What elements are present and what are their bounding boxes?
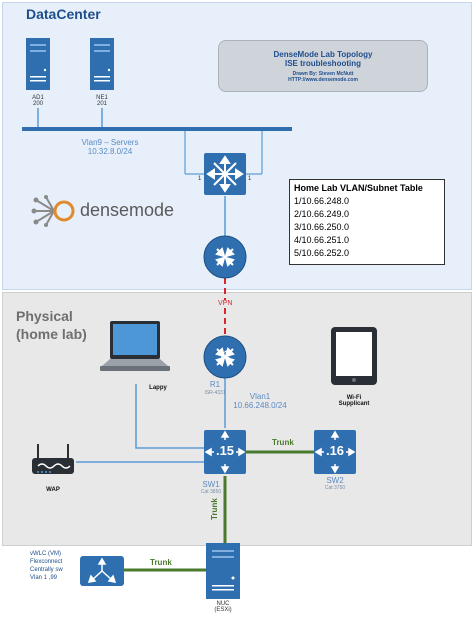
vwlc-line2: Flexconnect [30, 559, 63, 565]
densemode-logo [30, 194, 78, 233]
vlan-subnet-table: Home Lab VLAN/Subnet Table 1/10.66.248.0… [289, 179, 445, 265]
dc-vlan-label: Vlan9 – Servers 10.32.8.0/24 [55, 138, 165, 156]
topology-title-box: DenseMode Lab Topology ISE troubleshooti… [218, 40, 428, 92]
sw1-name: SW1 [202, 480, 220, 489]
server-icon [90, 38, 114, 90]
title-url: HTTP://www.densemode.com [288, 77, 358, 83]
title-author: Drawn By: Steven McNutt [292, 71, 354, 77]
wireless-access-point[interactable] [30, 442, 76, 487]
home-vlan-subnet: 10.66.248.0/24 [233, 401, 287, 410]
vwlc-line1: vWLC (VM) [30, 551, 61, 557]
home-lab-zone [2, 292, 472, 546]
home-vlan-name: Vlan1 [249, 392, 271, 401]
dc-vlan-name: Vlan9 – Servers [81, 138, 139, 147]
trunk-label-sw1-sw2: Trunk [272, 438, 294, 447]
vlan-table-row: 4/10.66.251.0 [294, 235, 350, 245]
server-vlan-bus [22, 127, 292, 131]
switch-sw2[interactable] [314, 430, 356, 479]
home-vlan-label: Vlan1 10.66.248.0/24 [228, 392, 292, 410]
link-lappy-sw1 [135, 384, 204, 449]
home-lab-title-line2: (home lab) [16, 326, 87, 342]
server-ad1-id: 200 [32, 101, 43, 107]
switch-icon [204, 430, 246, 474]
wap-icon [32, 444, 74, 474]
wifi-label-line2: Supplicant [338, 401, 370, 407]
home-lab-title-line1: Physical [16, 308, 73, 324]
sw1-model: Cat 3850 [200, 489, 222, 495]
tablet-icon [331, 327, 377, 385]
densemode-logo-icon [31, 195, 75, 227]
trunk-label-wlc-nuc: Trunk [150, 558, 172, 567]
title-line1: DenseMode Lab Topology [273, 50, 373, 59]
vwlc-line4: Vlan 1 ,99 [30, 575, 58, 581]
wifi-label: Wi-Fi Supplicant [330, 395, 378, 407]
vlan-table-title: Home Lab VLAN/Subnet Table [294, 183, 423, 193]
server-ad1[interactable]: AD1 200 [26, 38, 50, 107]
r1-name: R1 [209, 380, 221, 389]
nuc-label: NUC (ESXi) [206, 601, 240, 613]
server-icon [206, 543, 240, 599]
sw2-model: Cat 3750 [324, 485, 346, 491]
vlan-table-row: 3/10.66.250.0 [294, 222, 350, 232]
densemode-brand-text: densemode [80, 200, 175, 220]
dc-switch-port-right: 1 [248, 176, 252, 182]
dc-switch[interactable] [204, 153, 246, 200]
nuc-label-line2: (ESXi) [214, 607, 232, 613]
switch-sw1[interactable] [204, 430, 246, 479]
wifi-supplicant-tablet[interactable] [330, 326, 378, 391]
laptop-icon [100, 321, 170, 371]
nuc-label-line1: NUC [216, 601, 230, 607]
trunk-label-sw1-nuc: Trunk [210, 498, 219, 520]
dc-switch-port-left: 1 [198, 176, 202, 182]
wifi-label-line1: Wi-Fi [346, 395, 362, 401]
vlan-table-row: 5/10.66.252.0 [294, 248, 350, 258]
server-ne1[interactable]: NE1 201 [90, 38, 114, 107]
lappy-label: Lappy [149, 385, 167, 391]
sw2-name: SW2 [326, 476, 344, 485]
wireless-controller-icon [80, 556, 124, 586]
r1-model: ISR-4331 [204, 390, 226, 396]
r1-address-label: .1 [220, 349, 230, 361]
wap-label: WAP [46, 487, 60, 493]
server-ne1-id: 201 [96, 101, 107, 107]
dc-router[interactable] [203, 235, 247, 284]
vlan-table-row: 2/10.66.249.0 [294, 209, 350, 219]
router-icon [203, 235, 247, 279]
router-icon [203, 335, 247, 379]
server-icon [26, 38, 50, 90]
server-ad1-name: AD1 [32, 95, 44, 101]
switch-icon [314, 430, 356, 474]
home-lab-title: Physical (home lab) [16, 307, 87, 343]
datacenter-title: DataCenter [26, 6, 101, 22]
vpn-label: VPN [217, 300, 234, 307]
vlan-table-row: 1/10.66.248.0 [294, 196, 350, 206]
sw1-address-label: .15 [215, 443, 235, 458]
dc-vlan-subnet: 10.32.8.0/24 [87, 147, 133, 156]
nuc-esxi-host[interactable] [206, 543, 240, 604]
switch-icon [204, 153, 246, 195]
title-line2: ISE troubleshooting [285, 59, 361, 68]
vwlc-line3: Centrally sw [30, 567, 63, 573]
vwlc-controller[interactable] [80, 556, 124, 591]
sw2-address-label: .16 [325, 443, 345, 458]
router-r1[interactable] [203, 335, 247, 384]
vwlc-description: vWLC (VM) Flexconnect Centrally sw Vlan … [30, 550, 63, 582]
server-ne1-name: NE1 [96, 95, 108, 101]
laptop-lappy[interactable] [98, 320, 172, 385]
